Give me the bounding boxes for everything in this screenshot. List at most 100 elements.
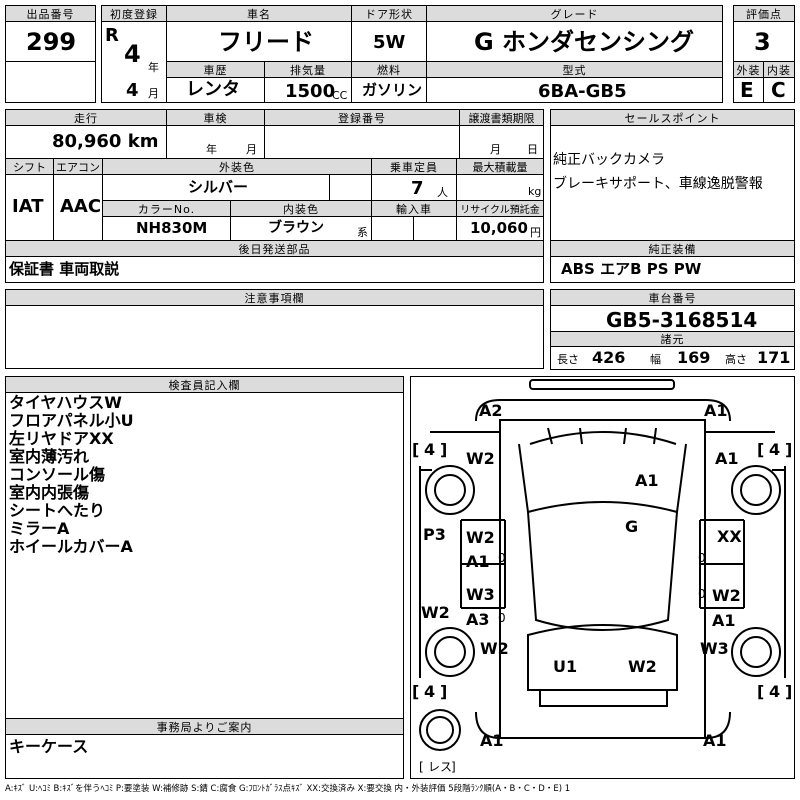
- height-value: 171: [757, 348, 791, 367]
- inspector-notes: タイヤハウスW フロアパネル小U 左リヤドアXX 室内薄汚れ コンソール傷 室内…: [9, 394, 134, 556]
- length-value: 426: [592, 348, 626, 367]
- inspector-note: コンソール傷: [9, 465, 106, 484]
- shift-type: IAT: [12, 196, 44, 217]
- deadline-day-unit: 日: [527, 143, 538, 156]
- chassis-number: GB5-3168514: [606, 308, 758, 332]
- era-letter: R: [105, 25, 119, 46]
- inspector-note: シートへたり: [9, 501, 106, 520]
- mark-front-door-left-1: W2: [466, 528, 495, 547]
- inspection-year-unit: 年: [206, 143, 217, 156]
- displacement: 1500: [285, 81, 336, 102]
- inspector-note: タイヤハウスW: [9, 393, 122, 412]
- later-shipped-items: 保証書 車両取説: [9, 260, 120, 278]
- lot-number: 299: [26, 28, 77, 56]
- mark-rear-door-left-1: W3: [466, 585, 495, 604]
- interior-header: 内装: [763, 61, 795, 78]
- mark-fender-left: W2: [466, 449, 495, 468]
- inspector-note: フロアパネル小U: [9, 411, 134, 430]
- registration-month: 4: [126, 80, 139, 101]
- door-type: 5W: [373, 32, 406, 53]
- exterior-color: シルバー: [188, 178, 249, 196]
- inspector-note: ミラーA: [9, 519, 70, 538]
- inspector-note: 左リヤドアXX: [9, 429, 114, 448]
- fuel-type: ガソリン: [362, 81, 423, 99]
- interior-color-unit: 系: [357, 226, 368, 239]
- svg-text:]: ]: [440, 440, 447, 459]
- tread-rear-left: 4: [424, 682, 435, 701]
- office-info: キーケース: [9, 737, 89, 756]
- month-unit: 月: [148, 87, 159, 100]
- sales-point-1: 純正バックカメラ: [553, 152, 665, 168]
- genuine-equipment: ABS エアB PS PW: [561, 260, 702, 278]
- capacity-header: 乗車定員: [371, 158, 457, 175]
- zero-left-rear: 0: [498, 611, 506, 625]
- mark-rocker-left: W2: [421, 603, 450, 622]
- mark-rear-door-right-1: W2: [712, 586, 741, 605]
- mark-front-left: A2: [479, 401, 503, 420]
- office-info-header: 事務局よりご案内: [5, 718, 404, 735]
- model-code: 6BA-GB5: [538, 81, 627, 102]
- width-label: 幅: [650, 353, 661, 366]
- inspector-note: 室内内張傷: [9, 483, 90, 502]
- notes-header: 注意事項欄: [5, 289, 544, 306]
- mark-rear-fender-left: W2: [480, 639, 509, 658]
- registration-number-header: 登録番号: [264, 109, 460, 126]
- tread-front-left: 4: [424, 440, 435, 459]
- zero-left-front: 0: [498, 551, 506, 565]
- mark-rear-bumper-left: A1: [480, 731, 504, 750]
- inspector-note: ホイールカバーA: [9, 537, 133, 556]
- recycle-unit: 円: [530, 226, 541, 239]
- mark-rear-fender-right: W3: [700, 639, 729, 658]
- svg-text:[: [: [757, 682, 764, 701]
- car-name: フリード: [218, 28, 314, 56]
- zero-right-rear: 0: [698, 587, 706, 601]
- svg-text:[: [: [412, 682, 419, 701]
- mark-rear-door-left-2: A3: [466, 610, 490, 629]
- color-number: NH830M: [136, 219, 208, 237]
- svg-text:[: [: [757, 440, 764, 459]
- interior-color: ブラウン: [268, 220, 324, 236]
- deadline-month-unit: 月: [490, 143, 501, 156]
- year-unit: 年: [148, 61, 159, 74]
- aircon-type: AAC: [60, 196, 102, 217]
- displacement-unit: CC: [332, 89, 348, 102]
- mark-rear-left: U1: [553, 657, 577, 676]
- mileage: 80,960 km: [52, 131, 159, 152]
- capacity-unit: 人: [437, 186, 448, 199]
- exterior-grade: E: [740, 78, 754, 102]
- mark-rear-bumper-right: A1: [703, 731, 727, 750]
- height-label: 高さ: [725, 353, 747, 366]
- tread-front-right: 4: [769, 440, 780, 459]
- door-type-header: ドア形状: [351, 5, 427, 22]
- mark-front-door-left-2: A1: [466, 552, 490, 571]
- vehicle-history: レンタ: [186, 79, 240, 100]
- sales-point-2: ブレーキサポート、車線逸脱警報: [553, 176, 763, 192]
- overall-score: 3: [754, 28, 771, 56]
- svg-text:]: ]: [785, 682, 792, 701]
- history-header: 車歴: [166, 61, 265, 78]
- zero-right-front: 0: [698, 551, 706, 565]
- shift-header: シフト: [5, 158, 54, 175]
- exterior-header: 外装: [733, 61, 764, 78]
- length-label: 長さ: [557, 353, 579, 366]
- legend: A:ｷｽﾞ U:ﾍｺﾐ B:ｷｽﾞを伴うﾍｺﾐ P:要塗装 W:補修跡 S:錆 …: [5, 784, 571, 794]
- interior-grade: C: [771, 78, 786, 102]
- inspector-note: 室内薄汚れ: [9, 447, 90, 466]
- svg-text:]: ]: [451, 760, 456, 774]
- mark-front-door-right: XX: [717, 527, 742, 546]
- mark-roof: G: [625, 517, 638, 536]
- passenger-capacity: 7: [411, 178, 424, 199]
- damage-diagram-frame: [410, 376, 795, 779]
- svg-text:]: ]: [785, 440, 792, 459]
- max-load-unit: kg: [528, 185, 542, 198]
- svg-text:[: [: [412, 440, 419, 459]
- mark-rear-right: W2: [628, 657, 657, 676]
- mark-front-right: A1: [704, 401, 728, 420]
- displacement-header: 排気量: [264, 61, 352, 78]
- spare-tire-label: レス: [428, 760, 452, 774]
- tread-rear-right: 4: [769, 682, 780, 701]
- registration-year: 4: [124, 40, 141, 68]
- grade: G ホンダセンシング: [474, 28, 695, 56]
- inspection-month-unit: 月: [246, 143, 257, 156]
